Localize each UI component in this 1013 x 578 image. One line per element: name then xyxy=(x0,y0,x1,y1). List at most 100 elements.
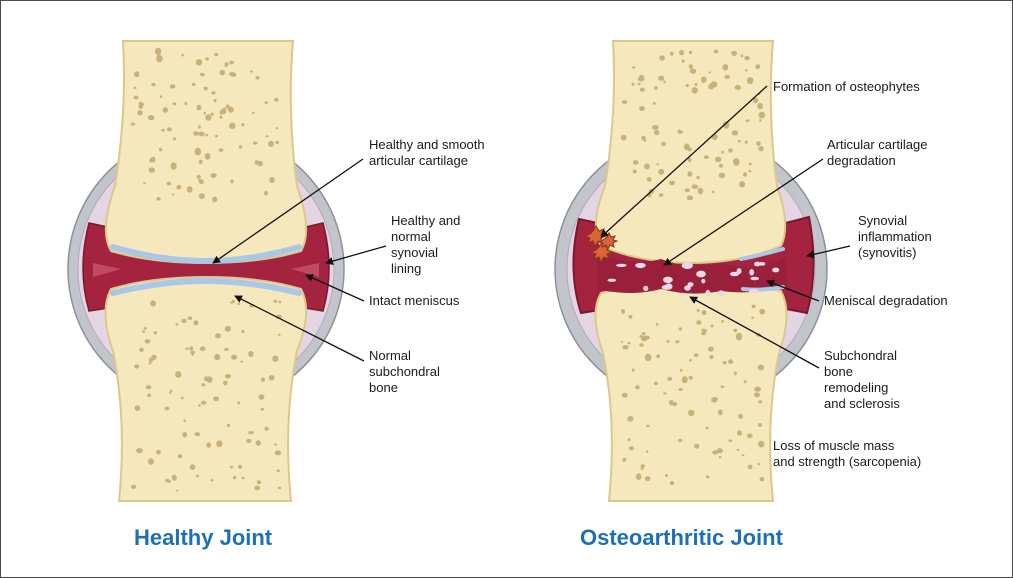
bone-pore xyxy=(715,157,721,163)
bone-pore xyxy=(258,161,263,167)
label-healthy-cartilage: Healthy and smooth articular cartilage xyxy=(369,137,485,169)
sclerosis-lesion xyxy=(696,271,706,278)
bone-pore xyxy=(269,375,275,380)
label-healthy-subchondral: Normal subchondral bone xyxy=(369,348,440,396)
bone-pore xyxy=(758,366,761,368)
bone-pore xyxy=(622,458,626,462)
bone-pore xyxy=(201,383,205,386)
bone-pore xyxy=(719,173,726,178)
sclerosis-lesion xyxy=(635,263,646,268)
bone-pore xyxy=(137,110,142,116)
bone-pore xyxy=(214,53,218,56)
bone-pore xyxy=(172,475,177,481)
bone-pore xyxy=(163,107,168,113)
bone-pore xyxy=(232,300,235,303)
bone-pore xyxy=(646,450,649,452)
sclerosis-lesion xyxy=(663,277,673,283)
bone-pore xyxy=(275,141,279,144)
bone-pore xyxy=(170,84,176,88)
bone-pore xyxy=(701,329,705,332)
bone-pore xyxy=(227,424,230,428)
bone-pore xyxy=(241,123,244,126)
bone-pore xyxy=(628,438,631,441)
bone-pore xyxy=(145,339,151,344)
bone-pore xyxy=(230,180,233,184)
bone-pore xyxy=(690,69,696,74)
bone-pore xyxy=(214,354,220,360)
sclerosis-lesion xyxy=(772,268,779,273)
bone-pore xyxy=(201,401,206,405)
bone-pore xyxy=(274,444,277,446)
bone-pore xyxy=(181,319,186,323)
sclerosis-lesion xyxy=(737,268,742,274)
bone-pore xyxy=(689,359,692,362)
bone-pore xyxy=(680,369,683,372)
bone-pore xyxy=(728,359,733,364)
bone-pore xyxy=(665,474,668,477)
bone-pore xyxy=(149,167,155,172)
bone-pore xyxy=(739,181,745,187)
bone-pore xyxy=(165,407,170,411)
bone-pore xyxy=(669,181,675,186)
bone-pore xyxy=(712,450,718,454)
bone-pore xyxy=(173,137,176,140)
bone-pore xyxy=(708,346,714,351)
bone-pore xyxy=(633,160,639,165)
bone-pore xyxy=(692,87,698,94)
bone-pore xyxy=(621,309,625,314)
bone-pore xyxy=(196,475,199,477)
bone-pore xyxy=(721,320,724,323)
sclerosis-lesion xyxy=(754,262,760,267)
bone-pore xyxy=(151,83,155,86)
bone-pore xyxy=(653,102,656,105)
bone-pore xyxy=(754,387,761,392)
bone-pore xyxy=(652,125,659,130)
bone-pore xyxy=(181,397,184,400)
bone-pore xyxy=(274,98,278,102)
bone-pore xyxy=(156,197,160,201)
bone-pore xyxy=(195,148,202,156)
sclerosis-lesion xyxy=(616,264,627,267)
bone-pore xyxy=(214,99,217,102)
bone-pore xyxy=(641,336,647,342)
sclerosis-lesion xyxy=(718,290,724,296)
bone-pore xyxy=(154,331,158,334)
bone-pore xyxy=(197,105,202,111)
bone-pore xyxy=(253,141,258,144)
bone-pore xyxy=(663,392,666,394)
bone-pore xyxy=(190,351,195,355)
bone-pore xyxy=(150,300,156,306)
bone-pore xyxy=(698,188,704,195)
bone-pore xyxy=(749,163,752,165)
bone-pore xyxy=(722,64,728,70)
oa-joint-drawing xyxy=(555,41,827,501)
bone-pore xyxy=(251,431,254,434)
bone-pore xyxy=(226,104,230,108)
bone-pore xyxy=(639,106,645,111)
bone-pore xyxy=(639,343,644,347)
bone-pore xyxy=(645,354,652,362)
bone-pore xyxy=(240,361,243,363)
bone-pore xyxy=(229,123,235,130)
sclerosis-lesion xyxy=(705,290,710,296)
bone-pore xyxy=(237,303,240,306)
bone-pore xyxy=(731,51,737,56)
bone-pore xyxy=(711,81,718,87)
bone-pore xyxy=(178,454,182,458)
bone-pore xyxy=(758,146,763,151)
bone-pore xyxy=(238,465,242,469)
bone-pore xyxy=(133,96,138,100)
bone-pore xyxy=(628,315,632,319)
bone-pore xyxy=(759,112,766,119)
bone-pore xyxy=(265,101,268,104)
bone-pore xyxy=(279,301,282,304)
bone-pore xyxy=(250,70,253,72)
bone-pore xyxy=(134,87,137,90)
bone-pore xyxy=(670,481,674,485)
label-oa-muscle: Loss of muscle mass and strength (sarcop… xyxy=(773,438,921,470)
sclerosis-lesion xyxy=(701,279,705,284)
label-healthy-synovial: Healthy and normal synovial lining xyxy=(391,213,460,277)
bone-pore xyxy=(212,91,216,94)
bone-pore xyxy=(264,191,268,196)
